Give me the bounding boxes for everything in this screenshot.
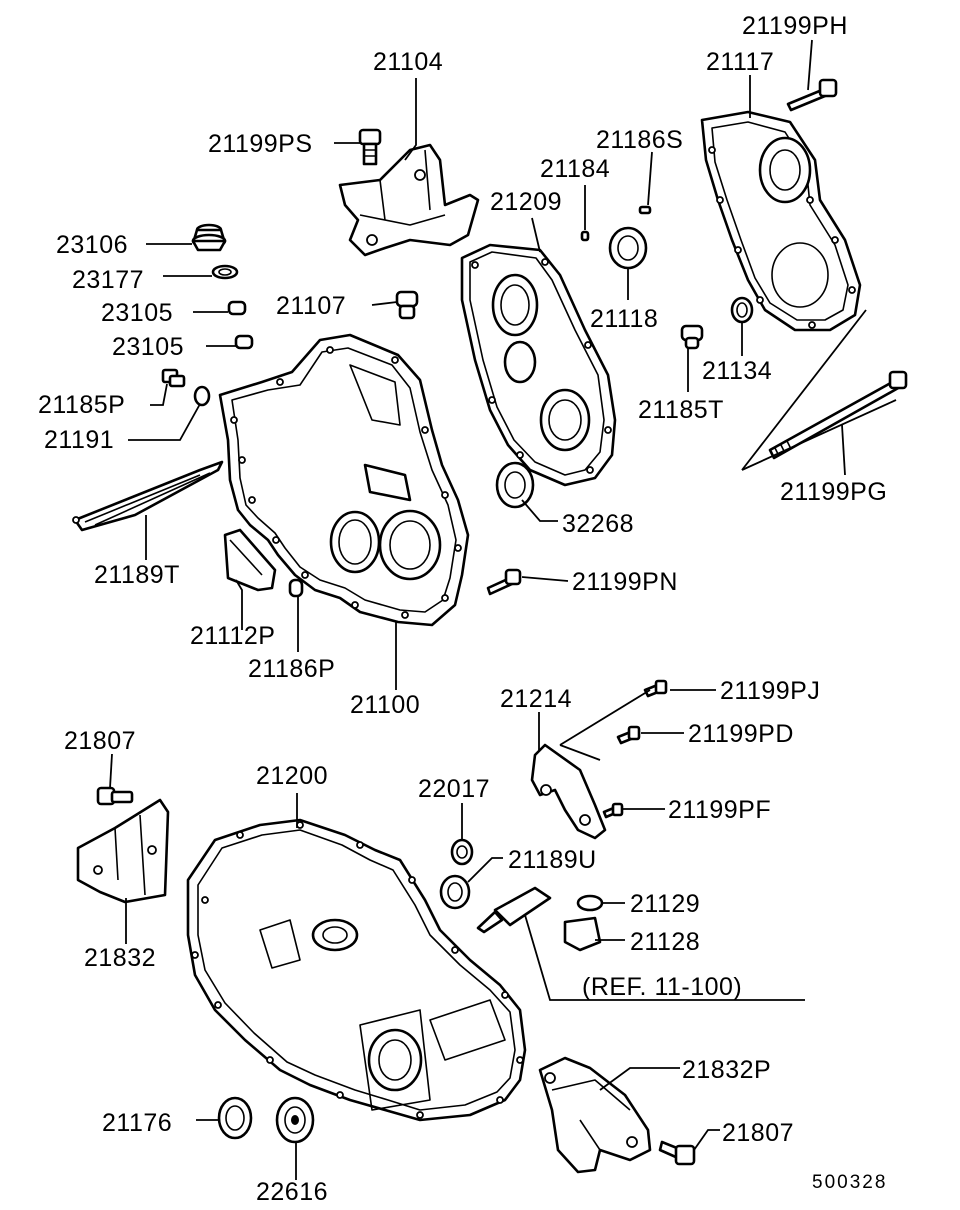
bracket-21104-drawing (338, 143, 480, 257)
plug-21107-drawing (395, 290, 419, 320)
plug-21185T-drawing (680, 324, 704, 350)
part-labels: 21199PH 21117 21104 21199PS 21186S 21184… (38, 12, 887, 1206)
label-21104: 21104 (373, 48, 443, 76)
bracket-21214-drawing (530, 743, 607, 840)
label-21134: 21134 (702, 357, 772, 385)
bushing-23105b-drawing (234, 334, 254, 350)
label-21176: 21176 (102, 1109, 172, 1137)
seal-21189U-drawing (439, 874, 471, 910)
bolt-21199PN-drawing (486, 568, 522, 596)
bolt-21199PH-drawing (786, 78, 838, 112)
label-21112P: 21112P (190, 622, 275, 650)
cover-21117-drawing (700, 110, 862, 332)
label-21199PF: 21199PF (668, 796, 771, 824)
label-ref-note: (REF. 11-100) (582, 973, 742, 1001)
plate-21189T-drawing (72, 460, 224, 532)
label-21200: 21200 (256, 762, 328, 790)
seal-21118-drawing (608, 226, 648, 270)
seal-21176-drawing (217, 1096, 253, 1140)
pin-21186S-drawing (638, 205, 652, 215)
bolt-21199PF-drawing (602, 802, 624, 819)
leader-lines (109, 39, 897, 1180)
boot-23106-drawing (191, 223, 227, 252)
seal-22017-drawing (450, 838, 474, 866)
label-21807a: 21807 (64, 727, 136, 755)
label-23177: 23177 (72, 266, 144, 294)
label-21199PS: 21199PS (208, 130, 313, 158)
housing-21200-drawing (186, 818, 527, 1122)
label-21832: 21832 (84, 944, 156, 972)
label-21832P: 21832P (682, 1056, 771, 1084)
label-21185P: 21185P (38, 391, 125, 419)
label-21118: 21118 (590, 305, 658, 333)
clip-21128-drawing (563, 916, 602, 952)
label-32268: 32268 (562, 510, 634, 538)
label-21100: 21100 (350, 691, 420, 719)
label-21199PJ: 21199PJ (720, 677, 820, 705)
label-22017: 22017 (418, 775, 490, 803)
bolt-21807a-drawing (96, 786, 134, 806)
pin-21184-drawing (580, 230, 590, 242)
case-21100-drawing (218, 333, 470, 627)
label-21199PN: 21199PN (572, 568, 678, 596)
bolt-21199PG-drawing (768, 370, 908, 460)
pin-21186P-drawing (288, 578, 304, 598)
label-21184: 21184 (540, 155, 610, 183)
label-23105b: 23105 (112, 333, 184, 361)
bushing-23105a-drawing (227, 300, 247, 316)
diagram-code: 500328 (812, 1172, 887, 1193)
label-21199PH: 21199PH (742, 12, 848, 40)
label-21191: 21191 (44, 426, 114, 454)
label-21214: 21214 (500, 685, 572, 713)
label-21117: 21117 (706, 48, 774, 76)
label-21186S: 21186S (596, 126, 683, 154)
label-21128: 21128 (630, 928, 700, 956)
bolt-21199PS-drawing (358, 128, 382, 166)
plate-21112P-drawing (223, 528, 277, 592)
label-21186P: 21186P (248, 655, 335, 683)
seal-22616-drawing (275, 1096, 315, 1144)
sealant-tube-drawing (476, 886, 552, 934)
bolt-21199PD-drawing (616, 725, 641, 745)
plug-21129-drawing (576, 894, 604, 912)
label-22616: 22616 (256, 1178, 328, 1206)
plug-21185P-drawing (161, 368, 186, 388)
gasket-21134-drawing (730, 296, 754, 324)
label-21107: 21107 (276, 292, 346, 320)
label-21189T: 21189T (94, 561, 180, 589)
label-23106: 23106 (56, 231, 128, 259)
label-21209: 21209 (490, 188, 562, 216)
cover-21209-drawing (460, 243, 617, 487)
label-21199PD: 21199PD (688, 720, 794, 748)
label-21189U: 21189U (508, 846, 597, 874)
gasket-21191-drawing (193, 385, 211, 407)
label-21807b: 21807 (722, 1119, 794, 1147)
seal-32268-drawing (495, 461, 535, 509)
label-21199PG: 21199PG (780, 478, 887, 506)
bracket-21832P-drawing (538, 1056, 652, 1174)
label-23105a: 23105 (101, 299, 173, 327)
bracket-21832-drawing (76, 798, 170, 904)
label-21185T: 21185T (638, 396, 724, 424)
bolt-21199PJ-drawing (643, 679, 668, 698)
ring-23177-drawing (211, 264, 239, 280)
bolt-21807b-drawing (658, 1140, 696, 1166)
label-21129: 21129 (630, 890, 700, 918)
